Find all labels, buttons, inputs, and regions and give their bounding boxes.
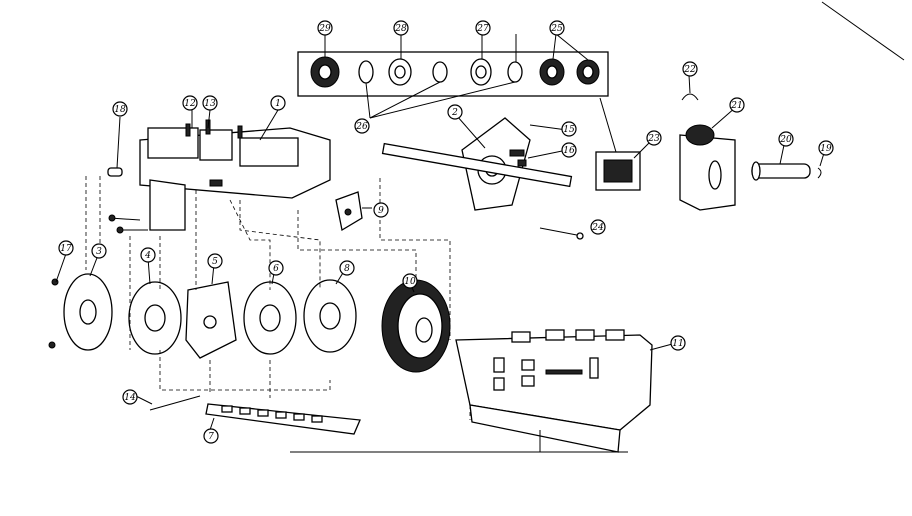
clip-19 xyxy=(817,167,822,179)
callout-label: 16 xyxy=(563,146,575,156)
callout-label: 15 xyxy=(563,125,575,135)
bushing-strip xyxy=(297,51,609,97)
callout-label: 17 xyxy=(60,244,72,254)
rod-20 xyxy=(751,161,811,181)
wafer-6 xyxy=(243,281,297,355)
callout-label: 11 xyxy=(672,339,683,349)
wafer-8 xyxy=(303,279,357,353)
callout-label: 12 xyxy=(184,99,196,109)
callout-23: 23 xyxy=(646,130,662,146)
screw-set xyxy=(108,214,148,234)
callout-label: 19 xyxy=(820,144,832,154)
callout-label: 28 xyxy=(394,24,407,34)
callout-8: 8 xyxy=(339,260,355,276)
callout-29: 29 xyxy=(317,20,333,36)
callout-label: 7 xyxy=(208,432,214,442)
callout-1: 1 xyxy=(270,95,286,111)
callout-label: 5 xyxy=(212,257,218,267)
pin-14 xyxy=(149,395,201,411)
callout-label: 14 xyxy=(124,393,136,403)
callout-2: 2 xyxy=(447,104,463,120)
callout-9: 9 xyxy=(373,202,389,218)
main-chassis xyxy=(107,119,331,231)
callout-18: 18 xyxy=(112,101,128,117)
callout-label: 2 xyxy=(451,108,458,118)
callout-12: 12 xyxy=(182,95,198,111)
callout-label: 8 xyxy=(344,264,350,274)
wafer-3 xyxy=(48,273,113,351)
callout-16: 16 xyxy=(561,142,577,158)
callout-label: 27 xyxy=(476,24,489,34)
callout-15: 15 xyxy=(561,121,577,137)
callout-4: 4 xyxy=(140,247,156,263)
callout-3: 3 xyxy=(91,243,107,259)
callout-26: 26 xyxy=(354,118,370,134)
callout-5: 5 xyxy=(207,253,223,269)
callout-20: 20 xyxy=(778,131,794,147)
base-strip-7 xyxy=(205,403,361,435)
callout-13: 13 xyxy=(202,95,218,111)
callout-label: 23 xyxy=(647,134,660,144)
callout-7: 7 xyxy=(203,428,219,444)
callout-label: 9 xyxy=(378,206,384,216)
callout-label: 3 xyxy=(96,247,102,257)
corner-line xyxy=(821,1,905,61)
mount-21 xyxy=(679,124,736,211)
callout-label: 1 xyxy=(275,99,281,109)
callout-28: 28 xyxy=(393,20,409,36)
callout-label: 6 xyxy=(273,264,279,274)
callout-label: 25 xyxy=(550,24,563,34)
callout-22: 22 xyxy=(682,61,698,77)
callout-label: 29 xyxy=(318,24,331,34)
callout-label: 22 xyxy=(683,65,696,75)
callout-25: 25 xyxy=(549,20,565,36)
bracket-9 xyxy=(335,191,363,232)
callout-14: 14 xyxy=(122,389,138,405)
callout-label: 24 xyxy=(591,223,604,233)
shaft-plate xyxy=(381,117,573,211)
callout-label: 20 xyxy=(779,135,792,145)
callout-11: 11 xyxy=(670,335,686,351)
callout-label: 13 xyxy=(204,99,216,109)
callout-label: 4 xyxy=(144,251,151,261)
housing-11 xyxy=(455,329,653,453)
callout-label: 10 xyxy=(404,277,416,287)
callout-10: 10 xyxy=(402,273,418,289)
wafer-5 xyxy=(185,281,237,359)
callout-19: 19 xyxy=(818,140,834,156)
rotor-10 xyxy=(381,279,451,373)
callout-21: 21 xyxy=(729,97,745,113)
callout-label: 26 xyxy=(355,122,368,132)
callout-27: 27 xyxy=(475,20,491,36)
wafer-4 xyxy=(128,281,182,355)
callout-label: 18 xyxy=(114,105,126,115)
callout-6: 6 xyxy=(268,260,284,276)
switch-23 xyxy=(595,151,641,191)
callout-17: 17 xyxy=(58,240,74,256)
callout-24: 24 xyxy=(590,219,606,235)
callout-label: 21 xyxy=(730,101,742,111)
